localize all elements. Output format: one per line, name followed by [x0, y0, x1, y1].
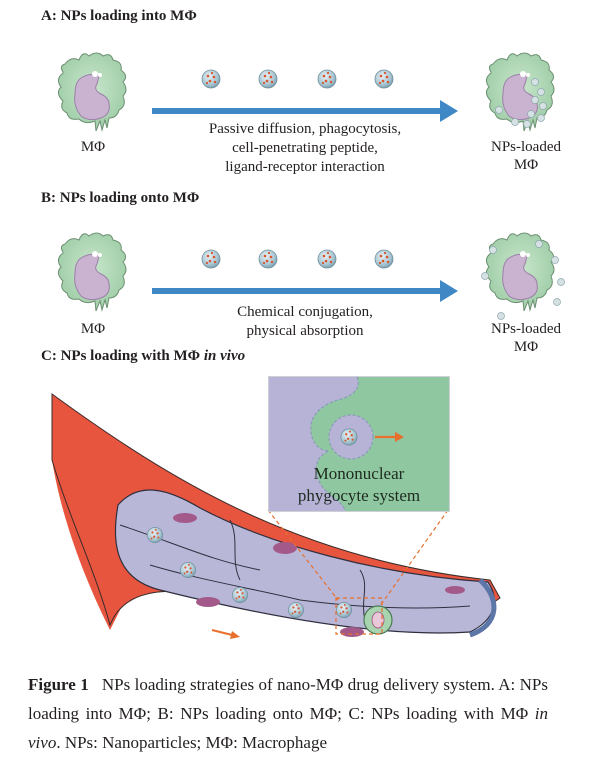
nanoparticle-icon [287, 601, 305, 619]
panel-c-title-italic: in vivo [203, 348, 246, 364]
panel-a-title: A: NPs loading into MΦ [41, 8, 197, 24]
loaded-macrophage-label-b: NPs-loaded MΦ [476, 320, 576, 356]
nanoparticle-icon [179, 561, 197, 579]
method-line: Chemical conjugation, [237, 304, 373, 320]
macrophage-icon [57, 52, 127, 132]
blood-vessel-illustration [51, 393, 501, 639]
nanoparticle-icon [340, 428, 358, 446]
panel-b-methods: Chemical conjugation, physical absorptio… [170, 303, 440, 341]
panel-b-title: B: NPs loading onto MΦ [41, 190, 200, 206]
arrow-icon [152, 100, 458, 122]
label-line: NPs-loaded [491, 321, 561, 337]
inset-label-line: Mononuclear [313, 464, 405, 483]
macrophage-label-b: MΦ [80, 321, 106, 337]
nanoparticle-icon [201, 69, 221, 89]
label-line: NPs-loaded [491, 139, 561, 155]
nanoparticle-icon [317, 69, 337, 89]
panel-c-title: C: NPs loading with MΦ in vivo [41, 348, 245, 365]
arrow-icon [152, 280, 458, 302]
caption-text: NPs loading strategies of nano-MΦ drug d… [28, 675, 548, 723]
caption-italic: in vivo [28, 704, 548, 752]
panel-a-illustration [57, 52, 555, 132]
flow-arrow-icon [211, 629, 240, 639]
method-line: Passive diffusion, phagocytosis, [208, 121, 402, 137]
figure-caption: Figure 1 NPs loading strategies of nano-… [28, 670, 548, 757]
nanoparticle-icon [374, 249, 394, 269]
inset-illustration [269, 377, 449, 511]
nanoparticle-icon [231, 586, 249, 604]
nanoparticle-icon [317, 249, 337, 269]
loaded-macrophage-icon [481, 232, 565, 320]
panel-b-illustration [57, 232, 565, 320]
macrophage-icon [57, 232, 127, 312]
inset-box: Mononuclear phygocyte system [268, 376, 450, 512]
nanoparticle-icon [258, 249, 278, 269]
orange-arrow-icon [375, 432, 404, 442]
zoom-guide-lines [267, 509, 449, 635]
nanoparticle-icon [146, 526, 164, 544]
inset-label-line: phygocyte system [297, 486, 421, 505]
panel-a-methods: Passive diffusion, phagocytosis, cell-pe… [170, 120, 440, 177]
method-line: ligand-receptor interaction [225, 159, 385, 175]
label-line: MΦ [513, 339, 539, 355]
nanoparticle-icon [374, 69, 394, 89]
caption-label: Figure 1 [28, 675, 89, 694]
nanoparticle-icon [258, 69, 278, 89]
inset-label: Mononuclear phygocyte system [269, 463, 449, 507]
label-line: MΦ [513, 157, 539, 173]
method-line: cell-penetrating peptide, [232, 140, 378, 156]
panel-c-title-text: C: NPs loading with MΦ [41, 348, 204, 364]
loaded-macrophage-label-a: NPs-loaded MΦ [476, 138, 576, 174]
method-line: physical absorption [246, 323, 364, 339]
macrophage-in-vessel-icon [363, 605, 393, 635]
nanoparticle-icon [335, 601, 353, 619]
macrophage-label-a: MΦ [80, 139, 106, 155]
caption-text-end: . NPs: Nanoparticles; MΦ: Macrophage [56, 733, 327, 752]
loaded-macrophage-icon [485, 52, 555, 132]
nanoparticle-icon [201, 249, 221, 269]
